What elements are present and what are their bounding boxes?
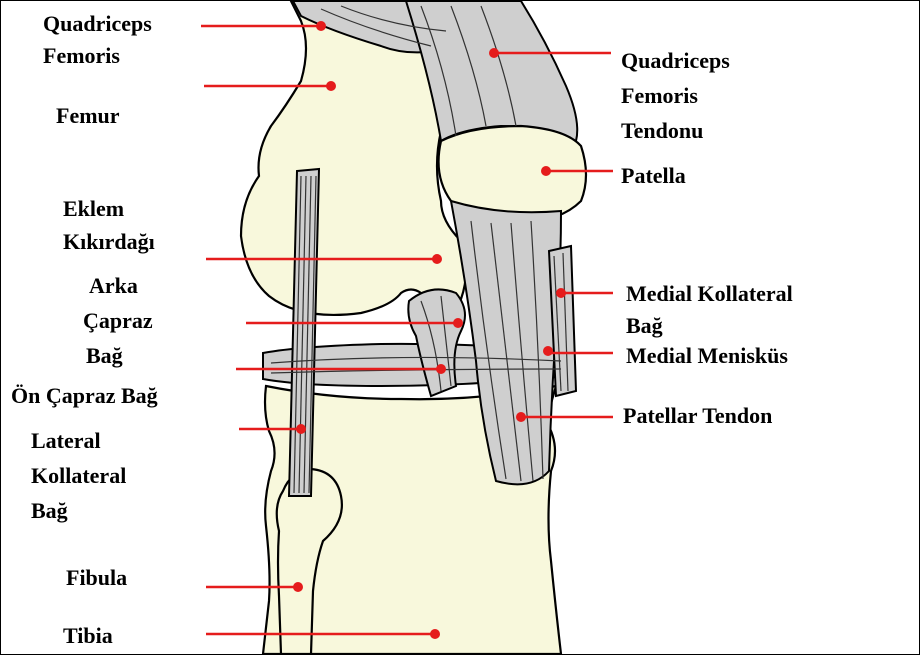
label-arka-capraz-line2: Çapraz — [83, 306, 153, 336]
label-quadriceps-femoris-line1: Quadriceps — [43, 9, 152, 39]
label-eklem-kikirdagi-line2: Kıkırdağı — [63, 227, 155, 257]
label-femur: Femur — [56, 101, 120, 131]
label-quadriceps-femoris-line2: Femoris — [43, 41, 120, 71]
label-fibula: Fibula — [66, 563, 127, 593]
label-quadriceps-tendon-line2: Femoris — [621, 81, 698, 111]
label-lateral-kollateral-line3: Bağ — [31, 496, 68, 526]
label-patella: Patella — [621, 161, 686, 191]
label-patellar-tendon: Patellar Tendon — [623, 401, 772, 431]
label-quadriceps-tendon-line1: Quadriceps — [621, 46, 730, 76]
label-arka-capraz-line1: Arka — [89, 271, 138, 301]
label-lateral-kollateral-line1: Lateral — [31, 426, 101, 456]
label-lateral-kollateral-line2: Kollateral — [31, 461, 126, 491]
label-medial-kollateral-line2: Bağ — [626, 311, 663, 341]
label-medial-meniskus: Medial Menisküs — [626, 341, 788, 371]
label-quadriceps-tendon-line3: Tendonu — [621, 116, 703, 146]
label-on-capraz-bag: Ön Çapraz Bağ — [11, 381, 158, 411]
label-tibia: Tibia — [63, 621, 113, 651]
label-medial-kollateral-line1: Medial Kollateral — [626, 279, 793, 309]
label-eklem-kikirdagi-line1: Eklem — [63, 194, 124, 224]
label-arka-capraz-line3: Bağ — [86, 341, 123, 371]
